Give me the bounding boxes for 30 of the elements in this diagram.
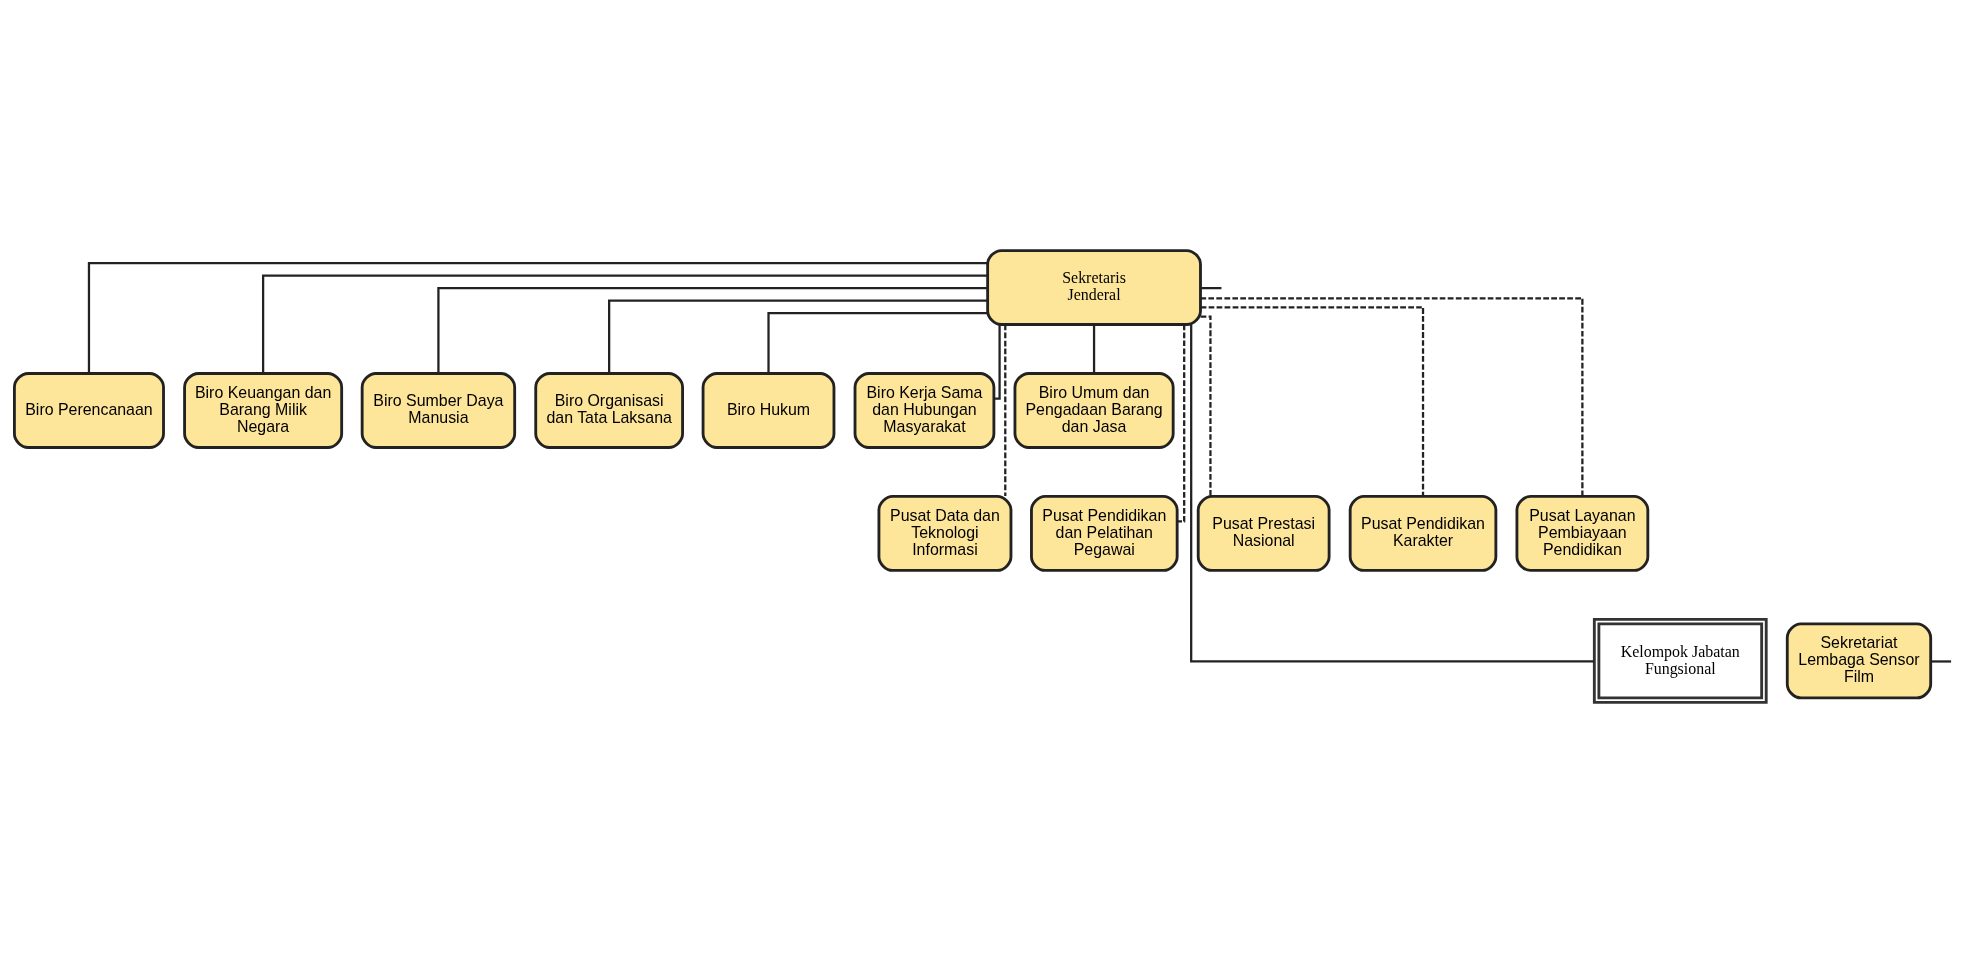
node-box: Biro Organisasi dan Tata Laksana (534, 372, 684, 449)
node-box: Pusat Pendidikan Karakter (1348, 495, 1498, 572)
node-box: Biro Kerja Sama dan Hubungan Masyarakat (853, 372, 996, 449)
connector (1200, 287, 1222, 290)
connector (1200, 315, 1212, 497)
node-box: Pusat Layanan Pembiayaan Pendidikan (1515, 495, 1650, 572)
connector (87, 261, 988, 374)
connector (994, 324, 1001, 400)
node-box: Biro Hukum (701, 372, 836, 449)
node-box: Sekretariat Lembaga Sensor Film (1785, 622, 1933, 700)
node-box: Sekretaris Jenderal (986, 249, 1202, 326)
node-box: Pusat Prestasi Nasional (1196, 495, 1331, 572)
connector (767, 312, 988, 374)
connector (1200, 306, 1425, 497)
node-box: Biro Umum dan Pengadaan Barang dan Jasa (1013, 372, 1175, 449)
connector (1930, 660, 1952, 663)
connector (1177, 324, 1186, 523)
connector (608, 299, 988, 374)
connector (1190, 324, 1594, 663)
node-box: Kelompok Jabatan Fungsional (1592, 617, 1768, 704)
node-box: Biro Keuangan dan Barang Milik Negara (183, 372, 344, 449)
node-box: Biro Perencanaan (13, 372, 165, 449)
node-box: Biro Sumber Daya Manusia (360, 372, 517, 449)
node-box: Pusat Pendidikan dan Pelatihan Pegawai (1030, 495, 1179, 572)
connector (1092, 324, 1096, 374)
node-box: Pusat Data dan Teknologi Informasi (877, 495, 1013, 572)
connector (437, 287, 988, 374)
connector (1200, 297, 1584, 497)
connector (262, 274, 988, 374)
connector (1004, 324, 1007, 497)
